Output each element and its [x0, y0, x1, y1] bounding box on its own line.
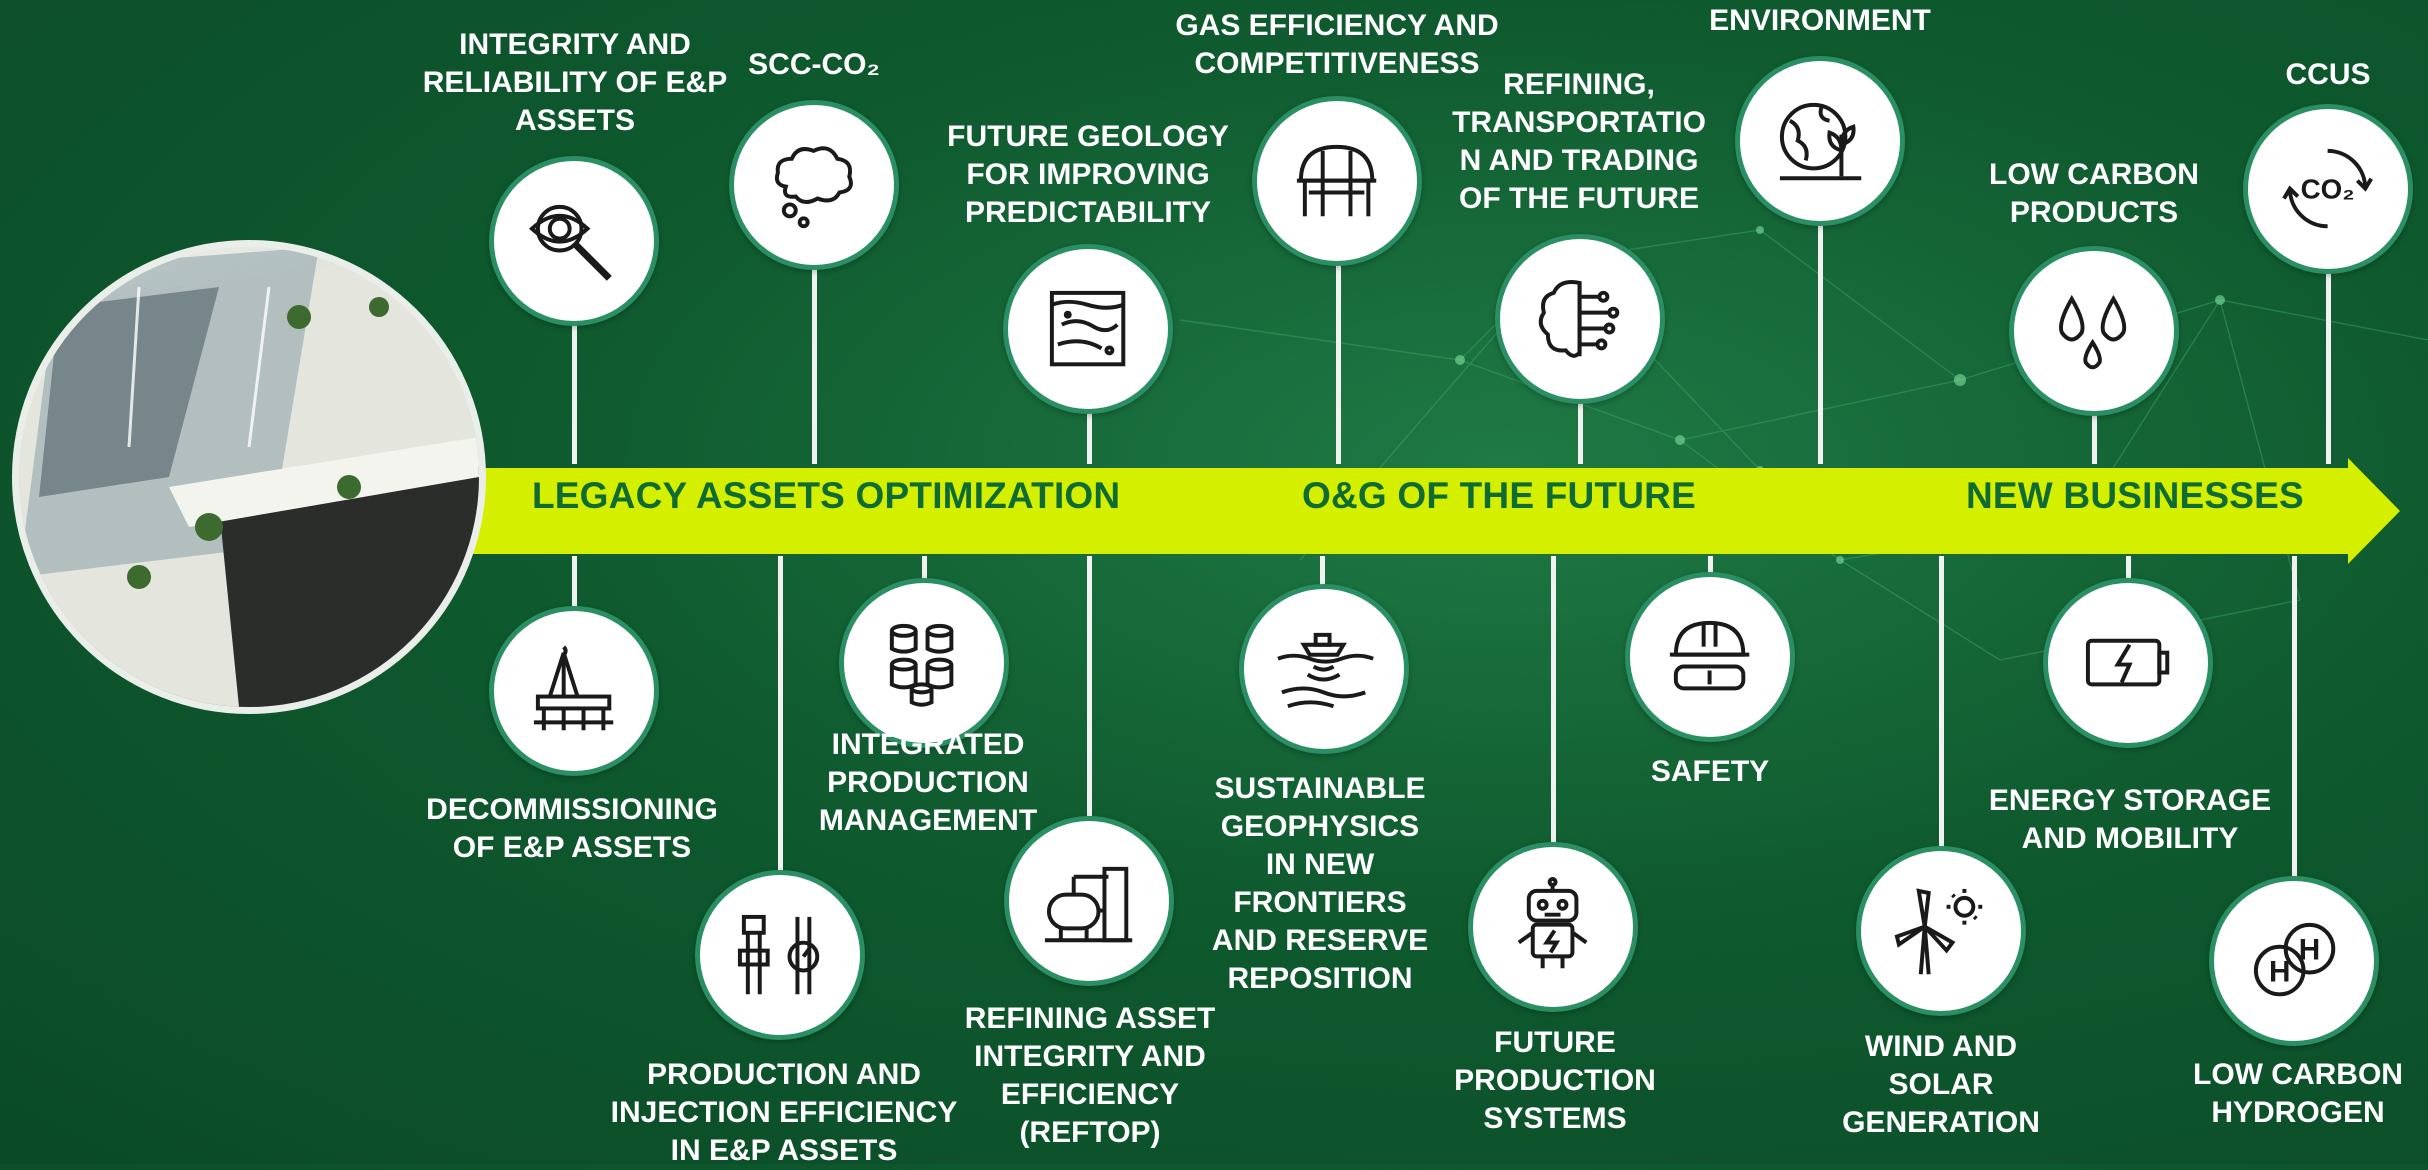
phase-legacy-label: LEGACY ASSETS OPTIMIZATION: [532, 475, 1121, 516]
node-scc: [729, 100, 899, 270]
phase-future-label: O&G OF THE FUTURE: [1302, 475, 1696, 516]
node-low-carbon-products: [2009, 246, 2179, 416]
timeline-arrow: [440, 458, 2400, 564]
node-energy-storage: [2043, 578, 2213, 748]
label-environment: ENVIRONMENT: [1709, 4, 1931, 37]
stem-safety: [1708, 556, 1713, 574]
co2-text: CO₂: [2301, 174, 2355, 205]
brain-circuit-icon: [1539, 280, 1620, 359]
phase-new-business-label: NEW BUSINESSES: [1966, 475, 2304, 516]
stem-wind-solar: [1939, 556, 1944, 848]
node-decommissioning: [489, 606, 659, 776]
hydrogen-icon: H H: [2254, 923, 2336, 997]
node-environment: [1735, 56, 1905, 226]
droplets-icon: [2059, 295, 2127, 370]
stem-ipm: [922, 556, 927, 580]
label-safety: SAFETY: [1650, 755, 1770, 788]
node-geophysics: [1239, 584, 1409, 754]
oil-platform-icon: [534, 645, 614, 731]
node-hydrogen: H H: [2209, 876, 2379, 1046]
stem-production: [778, 556, 783, 872]
stem-environment: [1818, 222, 1823, 464]
hydrogen-letter-1: H: [2269, 956, 2291, 989]
stem-ccus: [2326, 268, 2331, 464]
node-refining-future: [1495, 234, 1665, 404]
node-future-production: [1468, 842, 1638, 1012]
globe-plant-icon: [1780, 103, 1862, 181]
eye-magnifier-icon: [529, 205, 613, 282]
stem-integrity: [572, 318, 577, 464]
stem-gas: [1336, 258, 1341, 464]
stem-geology: [1087, 412, 1092, 464]
valve-gauge-icon: [738, 915, 820, 995]
stem-energy-storage: [2126, 556, 2131, 578]
label-ccus: CCUS: [2285, 58, 2371, 91]
stem-decommissioning: [572, 556, 577, 610]
seismic-ship-icon: [1277, 633, 1374, 709]
barrels-icon: [890, 624, 954, 708]
hydrogen-letter-2: H: [2299, 934, 2321, 967]
node-safety: [1625, 572, 1795, 742]
stem-geophysics: [1320, 556, 1325, 586]
stem-hydrogen: [2292, 556, 2297, 878]
node-integrity: [489, 156, 659, 326]
node-geology: [1003, 244, 1173, 414]
node-production: [695, 870, 865, 1040]
node-gas: [1252, 96, 1422, 266]
node-ipm: [839, 578, 1009, 748]
stem-low-carbon-products: [2092, 410, 2097, 464]
stem-reftop: [1087, 556, 1092, 816]
node-wind-solar: [1856, 846, 2026, 1016]
stem-future-production: [1551, 556, 1556, 848]
refinery-vessel-icon: [1045, 867, 1133, 943]
node-ccus: CO₂: [2243, 104, 2413, 274]
robot-icon: [1518, 877, 1588, 969]
label-scc: SCC-CO₂: [748, 48, 880, 81]
node-reftop: [1004, 816, 1174, 986]
thought-cloud-icon: [775, 146, 854, 229]
wind-sun-icon: [1894, 888, 1983, 975]
stem-refining-future: [1578, 402, 1583, 464]
geology-layers-icon: [1050, 291, 1126, 367]
office-atrium-photo: [12, 240, 486, 714]
battery-icon: [2086, 639, 2170, 687]
gas-tank-icon: [1297, 145, 1377, 217]
co2-cycle-icon: CO₂: [2282, 149, 2374, 229]
stem-scc: [812, 264, 817, 464]
helmet-goggles-icon: [1670, 621, 1750, 691]
